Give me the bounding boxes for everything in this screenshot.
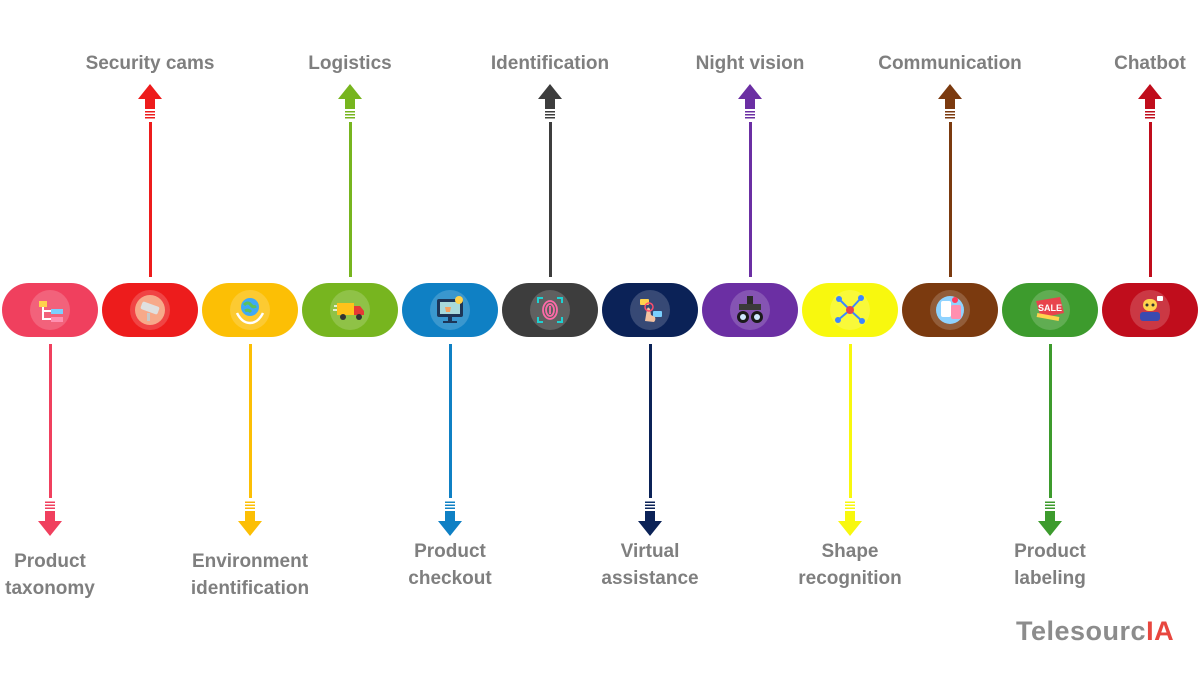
node-label: Shape recognition [798, 541, 902, 589]
node-pill-sale-tag: SALE [1002, 283, 1098, 337]
node-pill-communication [902, 283, 998, 337]
arrow-up-icon [1137, 82, 1163, 122]
arrow-down-icon [237, 498, 263, 538]
node-pill-touch-hand [602, 283, 698, 337]
arrow-down-icon [1037, 498, 1063, 538]
node-label: Product checkout [408, 541, 492, 589]
touch-hand-icon [630, 290, 670, 330]
node-label: Product taxonomy [5, 551, 95, 599]
connector-line [448, 344, 452, 498]
node-label: Communication [878, 53, 1022, 74]
arrow-down-icon [637, 498, 663, 538]
connector-line [248, 344, 252, 498]
node-label: Security cams [85, 53, 215, 74]
connector-line [48, 344, 52, 498]
connector-line [548, 122, 552, 277]
node-label: Product labeling [1014, 541, 1086, 589]
connector-line [648, 344, 652, 498]
node-pill-night-vision-goggles [702, 283, 798, 337]
node-label: Identification [490, 53, 610, 74]
connector-line [848, 344, 852, 498]
node-pill-shape-nodes [802, 283, 898, 337]
node-pill-globe-hands [202, 283, 298, 337]
connector-line [948, 122, 952, 277]
arrow-down-icon [37, 498, 63, 538]
svg-text:SALE: SALE [1038, 303, 1062, 313]
node-pill-delivery-truck [302, 283, 398, 337]
shape-nodes-icon [830, 290, 870, 330]
node-label: Environment identification [190, 551, 310, 599]
checkout-monitor-icon [430, 290, 470, 330]
arrow-up-icon [537, 82, 563, 122]
arrow-up-icon [937, 82, 963, 122]
node-label: Logistics [308, 53, 392, 74]
night-vision-goggles-icon [730, 290, 770, 330]
arrow-down-icon [837, 498, 863, 538]
security-camera-icon [130, 290, 170, 330]
connector-line [1148, 122, 1152, 277]
connector-line [148, 122, 152, 277]
globe-hands-icon [230, 290, 270, 330]
node-label: Night vision [695, 53, 805, 74]
node-label: Chatbot [1114, 53, 1186, 74]
connector-line [1048, 344, 1052, 498]
node-pill-checkout-monitor [402, 283, 498, 337]
fingerprint-icon [530, 290, 570, 330]
connector-line [348, 122, 352, 277]
node-label: Virtual assistance [601, 541, 699, 589]
node-pill-security-camera [102, 283, 198, 337]
communication-icon [930, 290, 970, 330]
arrow-up-icon [337, 82, 363, 122]
node-pill-taxonomy [2, 283, 98, 337]
arrow-down-icon [437, 498, 463, 538]
brand-logo: TelesourcIA [1016, 616, 1174, 647]
connector-line [748, 122, 752, 277]
arrow-up-icon [137, 82, 163, 122]
brand-primary: Telesourc [1016, 616, 1147, 646]
taxonomy-icon [30, 290, 70, 330]
sale-tag-icon: SALE [1030, 290, 1070, 330]
brand-accent: IA [1146, 616, 1175, 646]
node-pill-fingerprint [502, 283, 598, 337]
chatbot-icon [1130, 290, 1170, 330]
node-pill-chatbot [1102, 283, 1198, 337]
arrow-up-icon [737, 82, 763, 122]
delivery-truck-icon [330, 290, 370, 330]
